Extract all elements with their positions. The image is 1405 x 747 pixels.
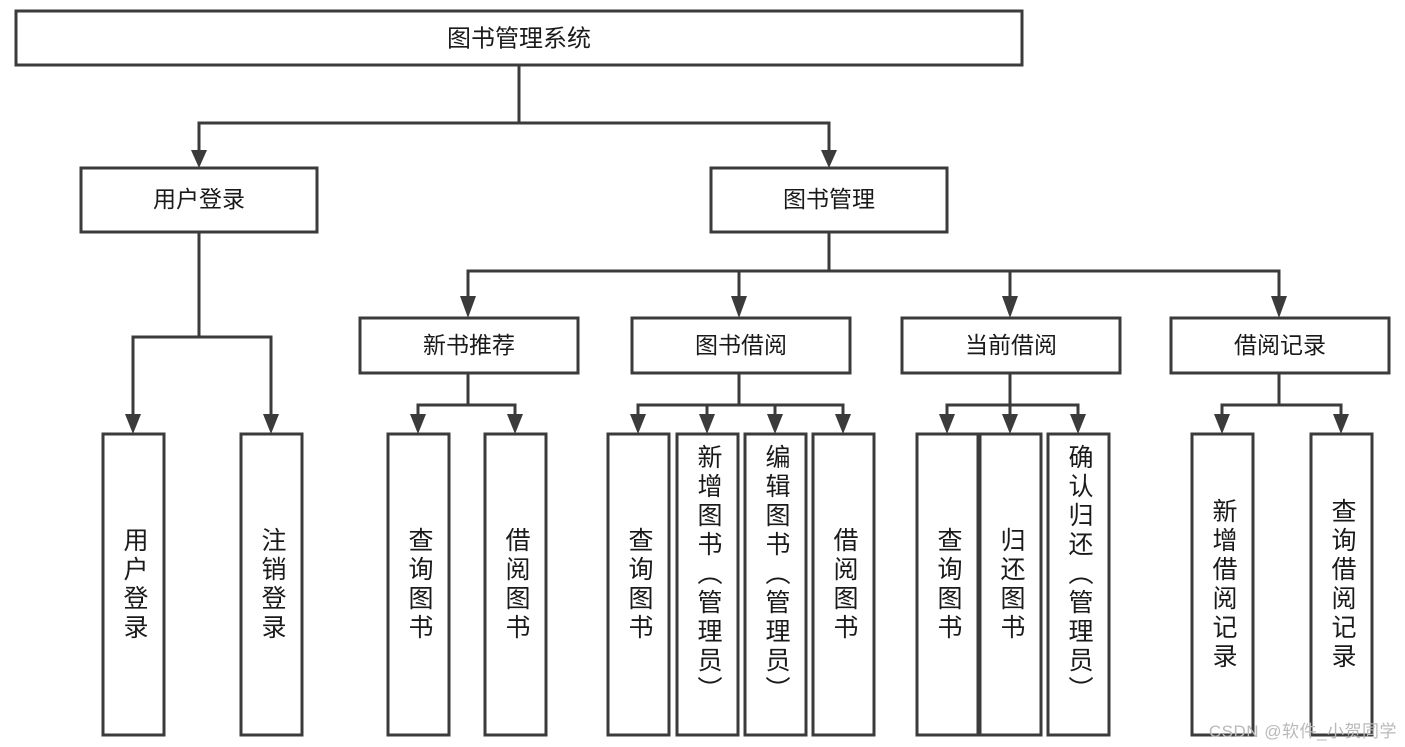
- leaf-box-new-book-2[interactable]: [483, 432, 548, 737]
- node-user-login[interactable]: 用户登录: [79, 166, 319, 234]
- arrowhead-login-leaf-1: [125, 414, 141, 434]
- node-root-label: 图书管理系统: [447, 25, 591, 52]
- leaf-box-book-borrow-2[interactable]: [675, 432, 740, 737]
- arrowhead-borrowrecord-leaf-2: [1333, 414, 1349, 434]
- node-new-book-recommend[interactable]: 新书推荐: [358, 316, 580, 375]
- csdn-watermark: CSDN @软件_小贺同学: [1208, 722, 1397, 741]
- arrowhead-to-borrow-record: [1271, 296, 1287, 318]
- leaf-box-current-borrow-3[interactable]: [1046, 432, 1111, 737]
- arrowhead-bookborrow-leaf-2: [699, 414, 715, 434]
- leaf-box-current-borrow-2[interactable]: [978, 432, 1043, 737]
- leaf-box-borrow-record-2[interactable]: [1309, 432, 1374, 737]
- leaf-box-borrow-record-1[interactable]: [1190, 432, 1255, 737]
- node-book-borrow-box[interactable]: [630, 316, 852, 375]
- node-user-login-box[interactable]: [79, 166, 319, 234]
- arrowhead-to-book-management: [821, 150, 837, 168]
- arrowhead-login-leaf-2: [263, 414, 279, 434]
- arrowhead-to-current-borrow: [1002, 296, 1018, 318]
- leaf-box-new-book-1[interactable]: [386, 432, 451, 737]
- arrowhead-bookborrow-leaf-3: [767, 414, 783, 434]
- node-current-borrow-box[interactable]: [900, 316, 1122, 375]
- node-root-box[interactable]: [14, 9, 1024, 67]
- leaf-box-book-borrow-4[interactable]: [811, 432, 876, 737]
- node-borrow-record-box[interactable]: [1169, 316, 1391, 375]
- arrowhead-bookborrow-leaf-4: [835, 414, 851, 434]
- leaf-box-book-borrow-3[interactable]: [743, 432, 808, 737]
- node-book-borrow[interactable]: 图书借阅: [630, 316, 852, 375]
- arrowhead-to-user-login: [191, 150, 207, 168]
- node-new-book-recommend-box[interactable]: [358, 316, 580, 375]
- arrowhead-to-book-borrow: [731, 296, 747, 318]
- arrowhead-bookborrow-leaf-1: [630, 414, 646, 434]
- node-root[interactable]: 图书管理系统: [14, 9, 1024, 67]
- node-book-management-box[interactable]: [709, 166, 949, 234]
- leaf-box-current-borrow-1[interactable]: [915, 432, 980, 737]
- node-current-borrow-label: 当前借阅: [965, 332, 1057, 358]
- node-borrow-record-label: 借阅记录: [1234, 332, 1326, 358]
- arrowhead-newbook-leaf-2: [507, 414, 523, 434]
- arrowhead-borrowrecord-leaf-1: [1214, 414, 1230, 434]
- leaf-box-book-borrow-1[interactable]: [606, 432, 671, 737]
- connector-group: [125, 63, 1349, 434]
- node-borrow-record[interactable]: 借阅记录: [1169, 316, 1391, 375]
- leaf-box-user-login-2[interactable]: [239, 432, 304, 737]
- node-book-management[interactable]: 图书管理: [709, 166, 949, 234]
- arrowhead-to-new-book: [460, 296, 476, 318]
- node-user-login-label: 用户登录: [153, 186, 245, 212]
- arrowhead-currentborrow-leaf-1: [939, 414, 955, 434]
- leaf-box-user-login-1[interactable]: [101, 432, 166, 737]
- arrowhead-newbook-leaf-1: [410, 414, 426, 434]
- arrowhead-currentborrow-leaf-3: [1070, 414, 1086, 434]
- node-book-borrow-label: 图书借阅: [695, 332, 787, 358]
- node-book-management-label: 图书管理: [783, 186, 875, 212]
- node-new-book-recommend-label: 新书推荐: [423, 332, 515, 358]
- arrowhead-currentborrow-leaf-2: [1002, 414, 1018, 434]
- node-current-borrow[interactable]: 当前借阅: [900, 316, 1122, 375]
